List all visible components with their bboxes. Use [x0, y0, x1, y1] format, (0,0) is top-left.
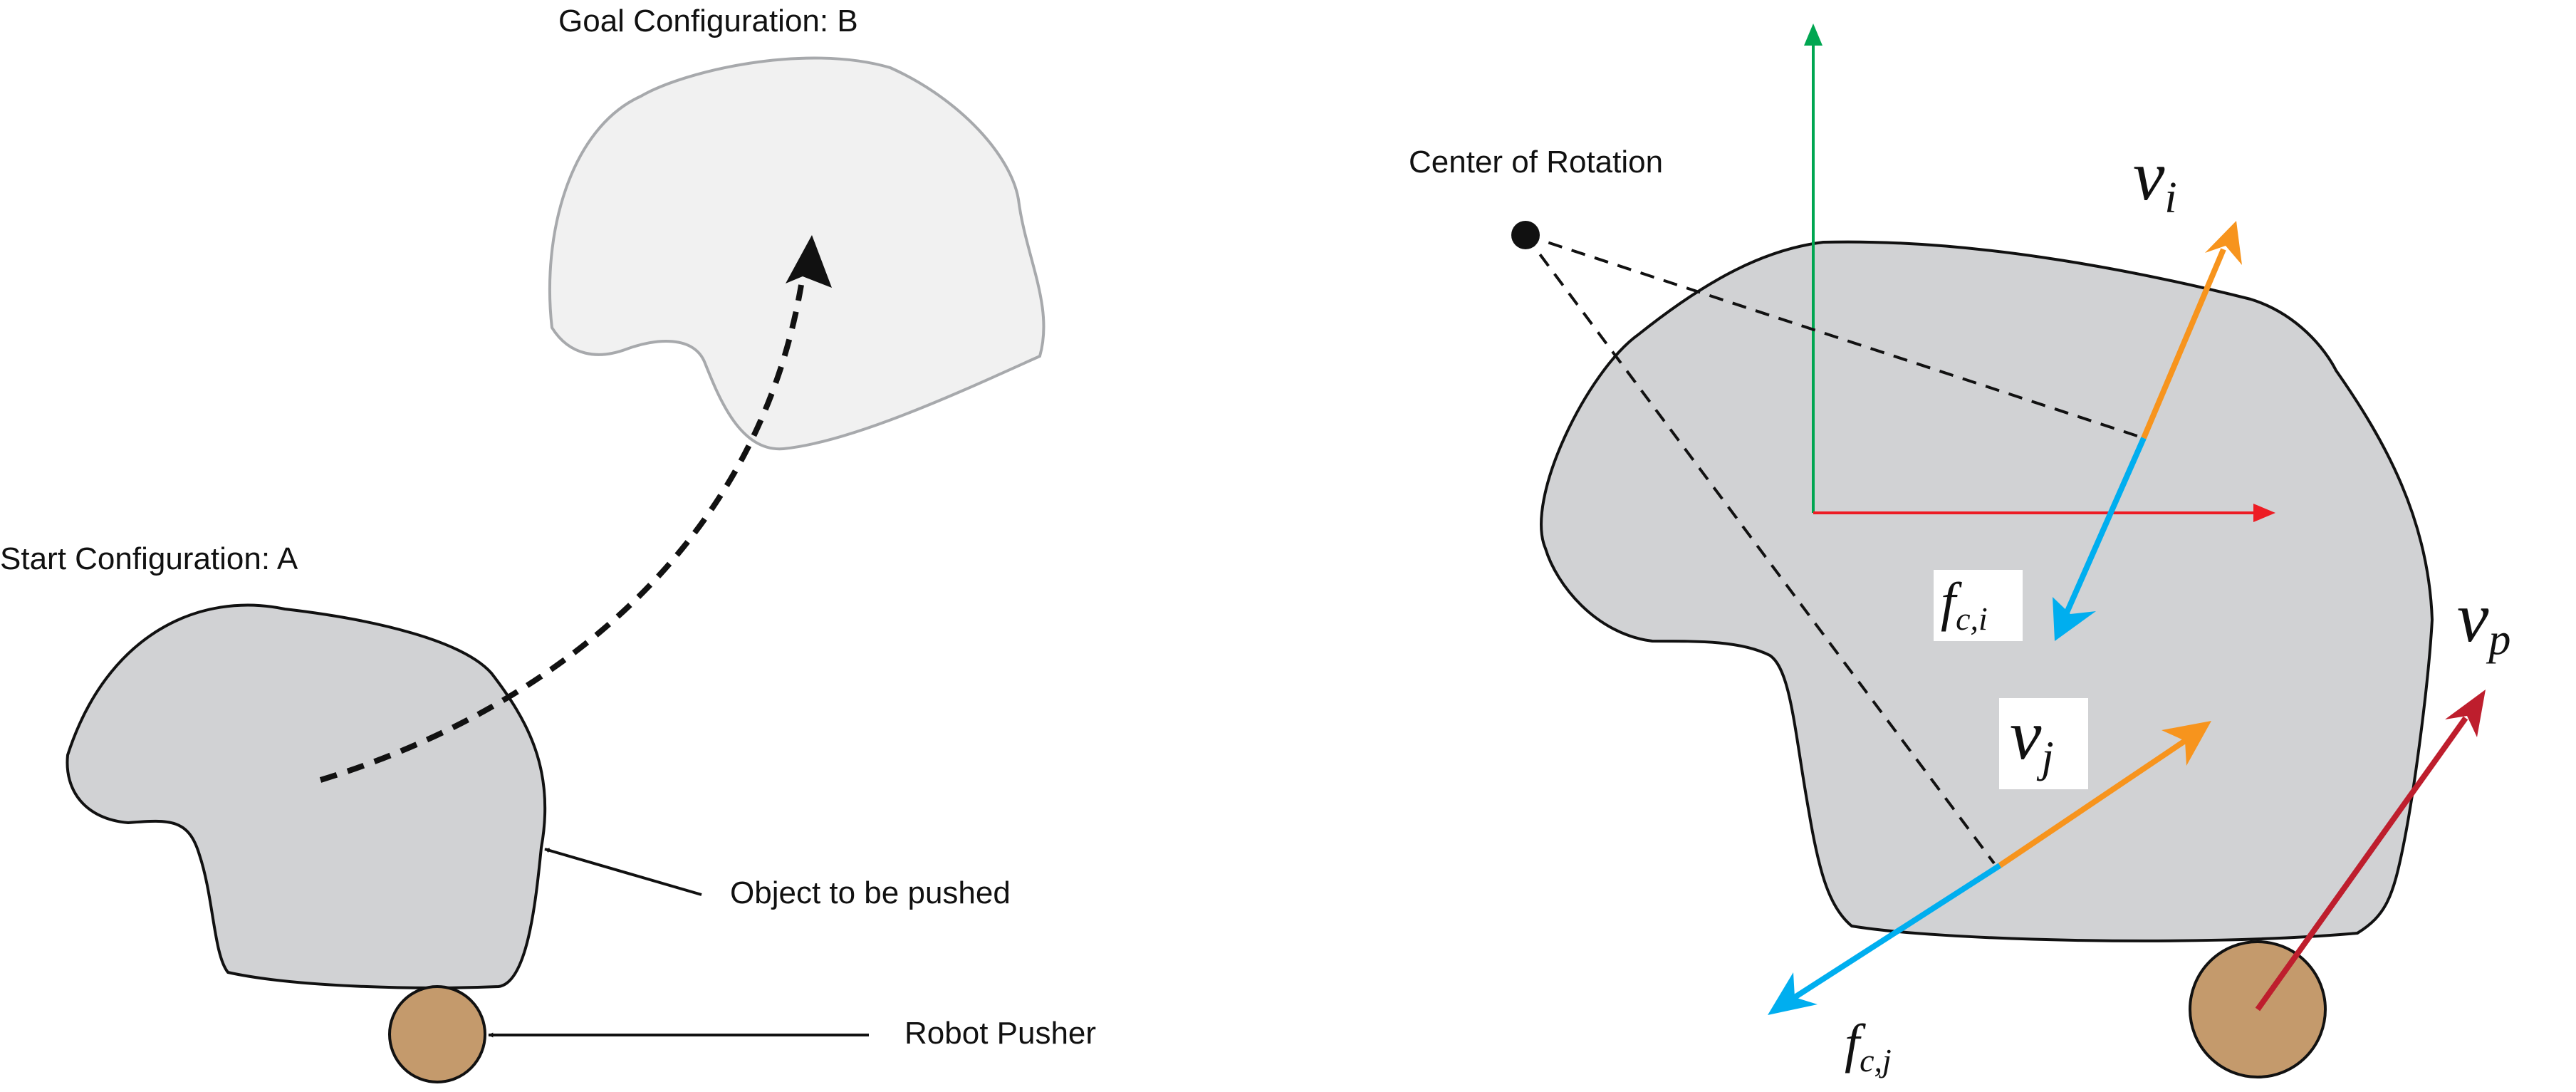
- center-of-rotation-label: Center of Rotation: [1409, 145, 1663, 180]
- velocity-vi-arrowhead: [2205, 221, 2242, 265]
- velocity-vp-arrowhead: [2445, 690, 2486, 737]
- start-configuration-label: Start Configuration: A: [0, 541, 298, 576]
- object-shape: [66, 603, 547, 989]
- right-panel: Center of Rotation vi fc,i vj: [1409, 24, 2510, 1078]
- fci-label-box: [1934, 570, 2023, 641]
- x-axis-arrowhead: [2253, 504, 2275, 522]
- velocity-vi-vector: [2141, 248, 2226, 440]
- force-fci-arrowhead: [2053, 597, 2096, 641]
- center-of-rotation-point: [1511, 221, 1540, 249]
- velocity-vj-vector: [1998, 738, 2187, 868]
- force-fcj-vector: [1793, 863, 2002, 1000]
- trajectory-path: [319, 284, 804, 783]
- vj-label: vj: [2010, 695, 2054, 781]
- robot-pusher-label: Robot Pusher: [904, 1016, 1096, 1051]
- robot-pusher: [388, 985, 486, 1083]
- trajectory-arrowhead: [786, 235, 832, 288]
- vj-label-box: [1999, 698, 2088, 789]
- object-to-be-pushed-label: Object to be pushed: [730, 875, 1011, 910]
- vp-label: vp: [2457, 578, 2510, 664]
- vi-label: vi: [2133, 136, 2177, 222]
- radius-line-j: [1524, 234, 1996, 865]
- goal-configuration-label: Goal Configuration: B: [558, 4, 858, 38]
- left-panel: Goal Configuration: B Start Configuratio…: [0, 4, 1096, 1083]
- fci-label: fc,i: [1941, 572, 1988, 637]
- fcj-label: fc,j: [1845, 1014, 1892, 1078]
- force-fci-vector: [2064, 437, 2147, 614]
- velocity-vj-arrowhead: [2162, 721, 2211, 766]
- radius-line-i: [1525, 234, 2144, 440]
- y-axis-arrowhead: [1804, 24, 1823, 46]
- goal-configuration-shape: [548, 56, 1045, 451]
- velocity-vp-vector: [2255, 716, 2468, 1012]
- force-fcj-arrowhead: [1768, 972, 1818, 1015]
- object-pointer-arrow: [544, 848, 702, 896]
